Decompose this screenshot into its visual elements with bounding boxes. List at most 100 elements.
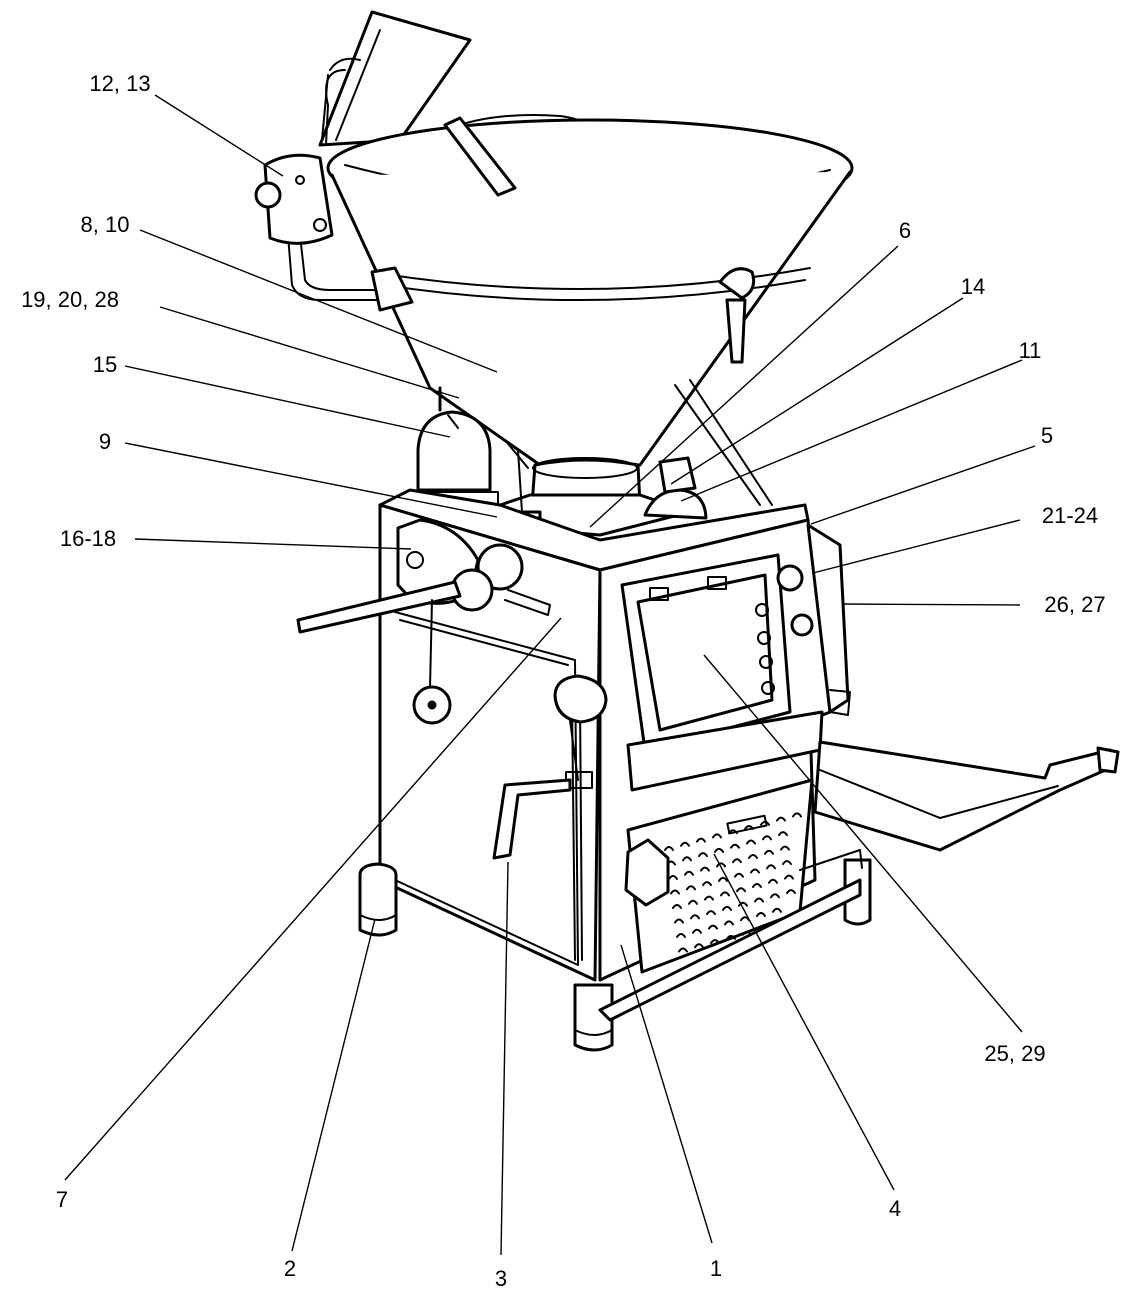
- leader-2: [291, 918, 376, 1252]
- guard-hole: [734, 872, 744, 878]
- guard-hole: [760, 820, 770, 826]
- guard-hole: [736, 887, 746, 893]
- filling-horn: [296, 518, 551, 634]
- guard-hole: [692, 928, 702, 934]
- label-12-13: 12, 13: [89, 71, 150, 96]
- base-frame: [598, 878, 862, 1022]
- guard-hole: [700, 866, 710, 872]
- guard-hole: [772, 907, 782, 913]
- guard-hole: [678, 947, 688, 953]
- label-25-29: 25, 29: [984, 1041, 1045, 1066]
- guard-hole: [670, 889, 680, 895]
- label-9: 9: [99, 429, 111, 454]
- support-strut: [674, 384, 761, 506]
- guard-hole: [782, 860, 792, 866]
- guard-hole: [744, 825, 754, 830]
- guard-hole: [776, 816, 786, 822]
- label-8-10: 8, 10: [81, 212, 130, 237]
- guard-hole: [708, 924, 718, 930]
- leader-12-13: [154, 94, 284, 177]
- guard-hole: [722, 905, 732, 911]
- leader-25-29: [703, 654, 1023, 1033]
- guard-hole: [712, 833, 722, 839]
- guard-hole: [672, 904, 682, 909]
- label-6: 6: [899, 218, 911, 243]
- guard-hole: [764, 849, 774, 855]
- guard-hole: [686, 885, 696, 891]
- guard-hole: [702, 881, 712, 887]
- guard-hole: [726, 934, 736, 940]
- leader-11: [680, 359, 1023, 502]
- machine-illustration: [254, 10, 1120, 1052]
- guard-hole: [784, 874, 794, 880]
- guard-hole: [714, 847, 724, 853]
- guard-hole: [752, 883, 762, 888]
- label-3: 3: [495, 1266, 507, 1291]
- part-labels: 12, 13 8, 10 19, 20, 28 15 9 16-18 6 14 …: [21, 71, 1106, 1291]
- guard-hole: [694, 943, 704, 949]
- label-21-24: 21-24: [1042, 503, 1098, 528]
- door-lever: [492, 674, 608, 860]
- guard-hole: [750, 868, 760, 874]
- guard-hole: [676, 933, 686, 938]
- label-11: 11: [1019, 338, 1042, 363]
- label-1: 1: [710, 1256, 722, 1281]
- extension-arm: [813, 740, 1120, 852]
- guard-hole: [766, 864, 776, 870]
- guard-hole: [716, 862, 726, 868]
- hopper-clamp: [718, 267, 756, 364]
- guard-hole: [720, 891, 730, 897]
- label-4: 4: [889, 1196, 901, 1221]
- guard-hole: [710, 939, 720, 945]
- lid-lock: [254, 153, 334, 245]
- leader-14: [670, 297, 964, 485]
- leader-26-27: [841, 603, 1021, 606]
- leader-16-18: [134, 538, 412, 550]
- guard-hole: [680, 841, 690, 847]
- guard-hole: [706, 910, 716, 916]
- label-5: 5: [1041, 423, 1053, 448]
- guard-hole: [664, 846, 674, 851]
- label-14: 14: [961, 274, 985, 299]
- leader-8-10: [139, 229, 498, 373]
- leader-5: [810, 445, 1036, 525]
- label-2: 2: [284, 1256, 296, 1281]
- guard-hole: [762, 835, 772, 841]
- leader-21-24: [812, 519, 1021, 574]
- guard-hole: [780, 845, 790, 851]
- guard-hole: [786, 889, 796, 895]
- lid-arm: [287, 69, 414, 312]
- guard-hole: [728, 829, 738, 835]
- guard-hole: [682, 856, 692, 862]
- guard-hole: [746, 839, 756, 845]
- guard-hole: [668, 875, 678, 880]
- leader-4: [713, 853, 895, 1191]
- guard-hole: [778, 831, 788, 837]
- guard-hole: [698, 852, 708, 858]
- leader-6: [589, 245, 899, 528]
- machine-legs: [358, 858, 872, 1052]
- guard-hole: [688, 899, 698, 905]
- leader-3: [500, 861, 509, 1256]
- leader-1: [620, 944, 713, 1244]
- guard-hole: [704, 895, 714, 901]
- guard-hole: [724, 920, 734, 926]
- guard-hole: [730, 843, 740, 849]
- guard-hole: [754, 897, 764, 903]
- guard-hole: [690, 914, 700, 920]
- label-26-27: 26, 27: [1044, 592, 1105, 617]
- guard-hole: [732, 858, 742, 864]
- label-7: 7: [56, 1187, 68, 1212]
- control-panel: [620, 553, 792, 752]
- hanging-cable: [429, 599, 433, 689]
- guard-hole: [768, 878, 778, 884]
- guard-hole: [738, 901, 748, 907]
- guard-hole: [718, 876, 728, 882]
- hopper: [326, 116, 854, 467]
- guard-hole: [792, 812, 802, 818]
- top-valve: [658, 456, 697, 494]
- guard-latch: [624, 838, 670, 907]
- guard-hole: [770, 893, 780, 899]
- guard-hole: [674, 918, 684, 924]
